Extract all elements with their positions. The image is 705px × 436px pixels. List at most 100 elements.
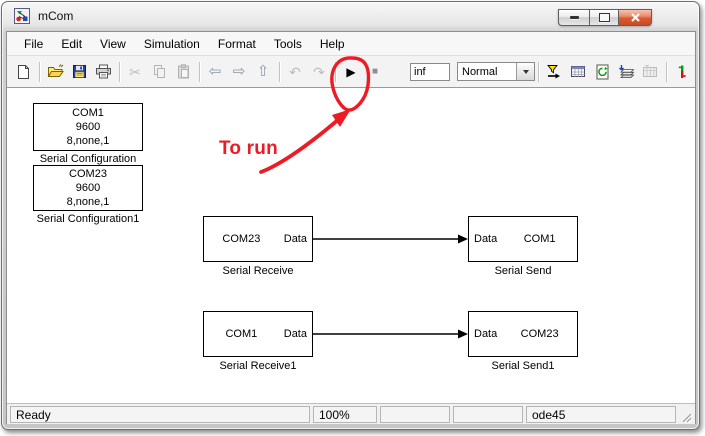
block-label: Serial Configuration xyxy=(39,153,137,165)
block-serial-send1[interactable]: Data COM23 xyxy=(468,311,578,357)
dropdown-button[interactable] xyxy=(516,63,534,80)
new-model-button[interactable] xyxy=(12,61,34,83)
toolbar-separator xyxy=(666,61,668,82)
library-browser-button[interactable] xyxy=(567,61,589,83)
close-button[interactable] xyxy=(618,9,652,26)
cut-icon: ✂ xyxy=(129,63,141,80)
com-port-label: COM1 xyxy=(523,233,556,245)
build-all-button[interactable] xyxy=(639,61,661,83)
toolbar: ✂ ⇦ ⇨ ⇧ ↶ ↷ ▶ ■ xyxy=(7,56,695,87)
stacked-sheets-icon xyxy=(618,65,634,78)
menu-simulation[interactable]: Simulation xyxy=(143,36,200,51)
block-label: Serial Configuration1 xyxy=(36,213,140,225)
block-serial-receive1[interactable]: COM1 Data xyxy=(203,311,313,357)
back-arrow-icon: ⇦ xyxy=(208,63,222,80)
app-window: mCom File Edit View Simulation Format To… xyxy=(1,1,700,430)
config-frame: 8,none,1 xyxy=(66,196,110,208)
update-diagram-button[interactable] xyxy=(591,61,613,83)
up-arrow-icon: ⇧ xyxy=(256,63,270,80)
toolbar-separator xyxy=(119,61,121,82)
copy-button[interactable] xyxy=(148,61,170,83)
stop-simulation-button[interactable]: ■ xyxy=(364,61,386,83)
sim-stop-time-input[interactable] xyxy=(410,62,450,81)
sim-mode-value: Normal xyxy=(462,65,498,78)
simulink-model-icon xyxy=(14,8,30,24)
go-forward-button[interactable]: ⇨ xyxy=(228,61,250,83)
toolbar-separator xyxy=(538,61,540,82)
menubar: File Edit View Simulation Format Tools H… xyxy=(7,32,695,56)
forward-arrow-icon: ⇨ xyxy=(232,63,246,80)
model-explorer-button[interactable] xyxy=(615,61,637,83)
menu-edit[interactable]: Edit xyxy=(61,36,83,51)
input-port-label: Data xyxy=(474,233,498,245)
block-serial-configuration[interactable]: COM1 9600 8,none,1 xyxy=(33,103,143,151)
toolbar-separator xyxy=(335,61,337,82)
cut-button[interactable]: ✂ xyxy=(124,61,146,83)
undo-button[interactable]: ↶ xyxy=(284,61,306,83)
debug-button[interactable] xyxy=(671,61,693,83)
menu-format[interactable]: Format xyxy=(217,36,256,51)
open-model-button[interactable] xyxy=(44,61,66,83)
model-browser-icon xyxy=(546,65,560,79)
status-panel-empty xyxy=(380,406,450,423)
config-port: COM23 xyxy=(69,168,107,180)
menu-tools[interactable]: Tools xyxy=(273,36,302,51)
block-serial-send[interactable]: Data COM1 xyxy=(468,216,578,262)
save-model-button[interactable] xyxy=(68,61,90,83)
toolbar-separator xyxy=(279,61,281,82)
model-canvas: COM1 9600 8,none,1 Serial Configuration … xyxy=(7,87,695,404)
menu-file[interactable]: File xyxy=(24,36,44,51)
new-document-icon xyxy=(17,64,29,79)
restore-button[interactable] xyxy=(589,9,618,26)
model-browser-button[interactable] xyxy=(543,61,565,83)
config-baud: 9600 xyxy=(75,182,101,194)
chevron-down-icon xyxy=(522,69,529,74)
stop-icon: ■ xyxy=(371,65,379,77)
refresh-model-icon xyxy=(596,64,608,79)
open-folder-icon xyxy=(47,64,64,77)
print-button[interactable] xyxy=(92,61,114,83)
config-frame: 8,none,1 xyxy=(66,135,110,147)
block-serial-receive[interactable]: COM23 Data xyxy=(203,216,313,262)
toolbar-separator xyxy=(39,61,41,82)
restore-icon xyxy=(598,13,610,22)
resize-grip[interactable] xyxy=(679,406,692,423)
window-title: mCom xyxy=(38,9,74,23)
redo-button[interactable]: ↷ xyxy=(308,61,330,83)
printer-icon xyxy=(95,64,111,79)
block-label: Serial Send1 xyxy=(491,360,555,372)
play-icon: ▶ xyxy=(346,64,356,79)
redo-icon: ↷ xyxy=(313,63,325,80)
minimize-button[interactable] xyxy=(558,9,589,26)
config-baud: 9600 xyxy=(75,121,101,133)
com-port-label: COM23 xyxy=(520,328,559,340)
go-up-button[interactable]: ⇧ xyxy=(252,61,274,83)
com-port-label: COM1 xyxy=(225,328,258,340)
sim-mode-select[interactable]: Normal xyxy=(457,62,535,81)
toolbar-separator xyxy=(199,61,201,82)
run-simulation-button[interactable]: ▶ xyxy=(340,61,362,83)
debug-icon xyxy=(678,65,686,78)
block-serial-configuration1[interactable]: COM23 9600 8,none,1 xyxy=(33,165,143,211)
statusbar: Ready 100% ode45 xyxy=(7,404,695,424)
menu-help[interactable]: Help xyxy=(319,36,345,51)
status-text: Ready xyxy=(10,406,310,423)
go-back-button[interactable]: ⇦ xyxy=(204,61,226,83)
com-port-label: COM23 xyxy=(222,233,261,245)
titlebar[interactable]: mCom xyxy=(2,2,699,31)
paste-icon xyxy=(177,64,189,79)
library-browser-icon xyxy=(571,66,585,77)
zoom-level: 100% xyxy=(313,406,377,423)
close-icon xyxy=(630,13,640,22)
client-area: File Edit View Simulation Format Tools H… xyxy=(6,31,696,424)
block-label: Serial Send xyxy=(494,265,552,277)
minimize-icon xyxy=(569,16,579,19)
menu-view[interactable]: View xyxy=(100,36,126,51)
build-icon xyxy=(643,65,657,77)
output-port-label: Data xyxy=(283,328,307,340)
copy-icon xyxy=(153,65,165,78)
solver-name: ode45 xyxy=(526,406,676,423)
paste-button[interactable] xyxy=(172,61,194,83)
block-label: Serial Receive xyxy=(222,265,294,277)
input-port-label: Data xyxy=(474,328,498,340)
